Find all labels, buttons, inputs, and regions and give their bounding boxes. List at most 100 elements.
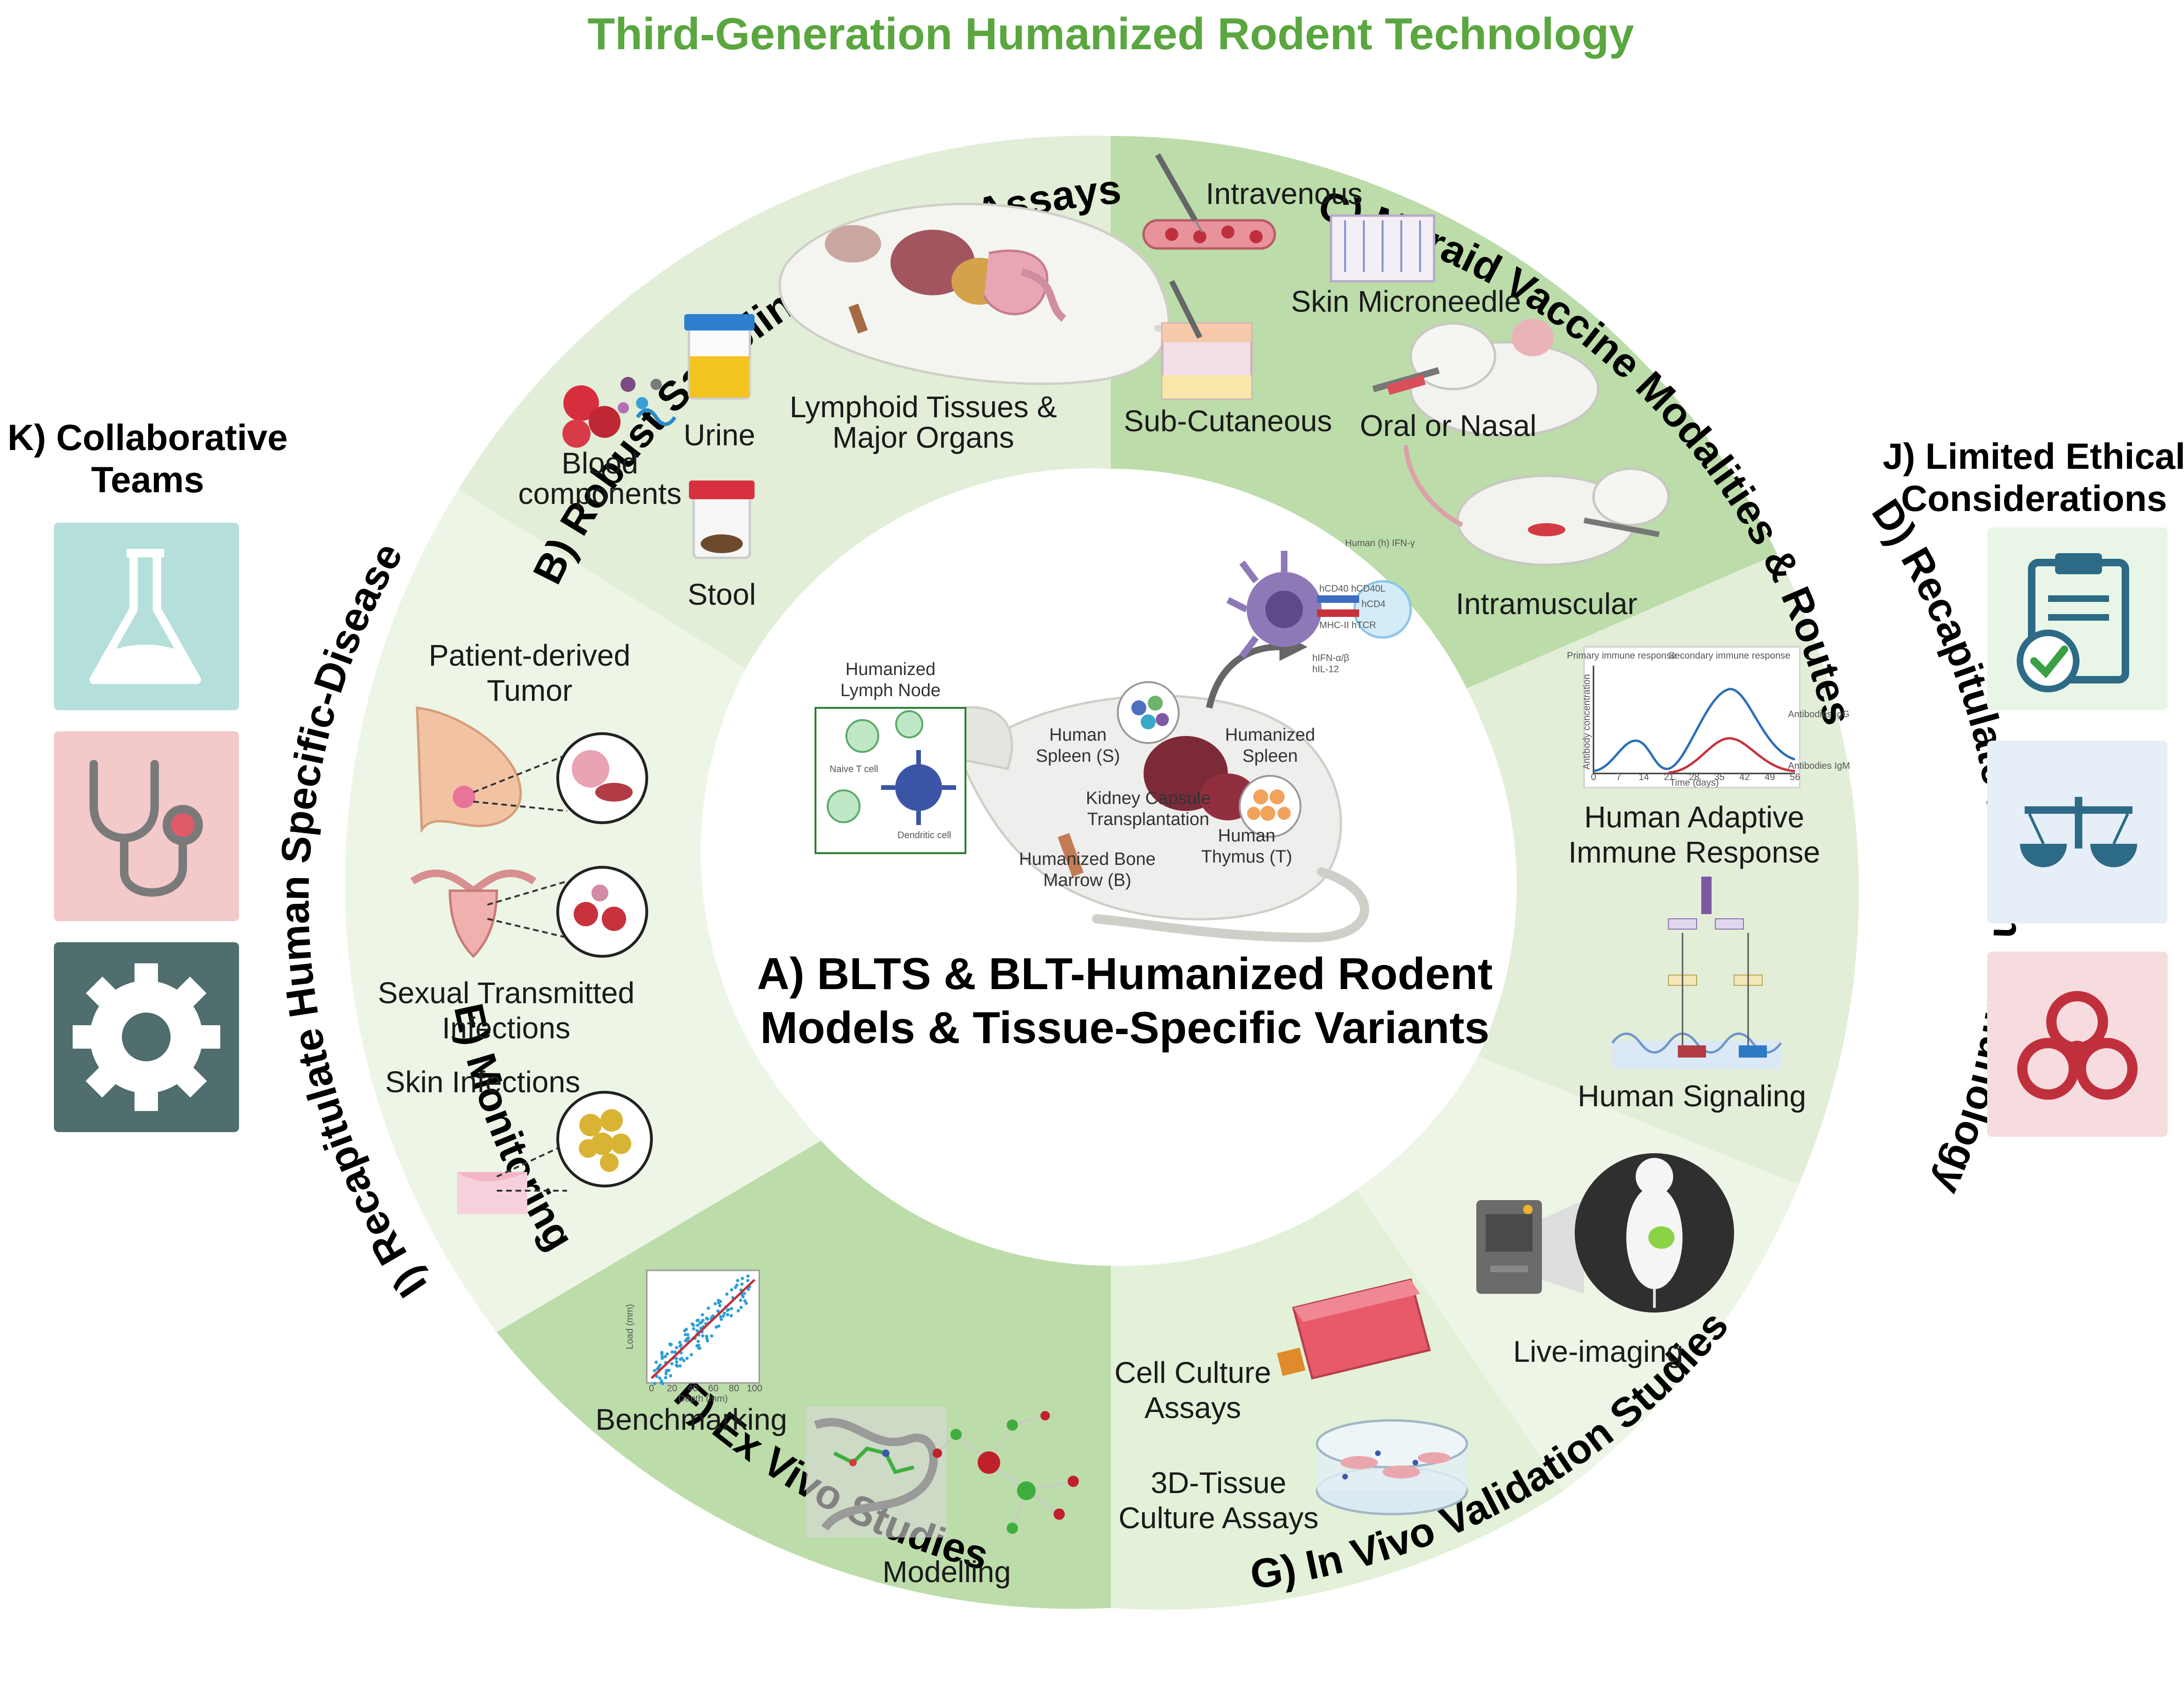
scatter-point	[674, 1346, 678, 1350]
scatter-point	[739, 1299, 742, 1302]
mhc-label: MHC-II hTCR	[1319, 620, 1376, 631]
subcutaneous-icon	[1161, 280, 1253, 400]
scatter-point	[701, 1313, 704, 1317]
modelling-label: Modelling	[883, 1555, 1011, 1589]
scatter-point	[729, 1314, 733, 1318]
kidney-label-l1: Kidney Capsule	[1086, 788, 1211, 808]
chart-ylabel: Antibody concentration	[1582, 674, 1592, 769]
intravenous-icon	[1142, 153, 1276, 250]
humanized-spleen-label-l2: Spleen	[1242, 746, 1298, 766]
molecule-icon	[806, 1406, 947, 1538]
scatter-point	[730, 1288, 733, 1291]
k-title-l2: Teams	[91, 459, 204, 500]
skin-infections-label: Skin Infections	[385, 1065, 580, 1099]
scatter-point	[707, 1306, 710, 1310]
secondary-response-label: Secondary immune response	[1668, 651, 1790, 661]
scatter-point	[733, 1285, 737, 1289]
clipboard-check-icon	[2017, 553, 2129, 692]
stool-cup-icon	[689, 480, 755, 559]
scatter-point	[710, 1334, 713, 1338]
immune-response-chart: Primary immune response Secondary immune…	[1567, 646, 1850, 788]
scatter-point	[713, 1302, 717, 1306]
scatter-point	[685, 1357, 689, 1360]
spleen-s-label-l1: Human	[1049, 725, 1107, 745]
section-f: Cell Culture Assays 3D-Tissue Culture As…	[1114, 1278, 1468, 1535]
scatter-point	[718, 1299, 722, 1303]
scatter-point	[674, 1363, 678, 1367]
section-j: J) Limited Ethical Considerations	[1883, 435, 2184, 1137]
subcutaneous-label: Sub-Cutaneous	[1124, 404, 1332, 438]
scatter-point	[670, 1350, 674, 1354]
scatter-point	[725, 1292, 729, 1296]
microneedle-label: Skin Microneedle	[1291, 285, 1521, 318]
scatter-point	[711, 1314, 715, 1318]
section-e: Live-imaging	[1476, 1153, 1734, 1368]
benchmark-tick-label: 100	[747, 1383, 762, 1394]
primary-response-label: Primary immune response	[1567, 651, 1676, 661]
scatter-point	[706, 1339, 709, 1343]
scatter-point	[669, 1374, 673, 1378]
cell-interaction-icon: Human (h) IFN-γ hCD40 hCD40L hCD4 MHC-II…	[1226, 538, 1415, 675]
scatter-point	[736, 1309, 740, 1313]
lymph-node-box: Naive T cell Dendritic cell	[815, 707, 966, 854]
kidney-label-l2: Transplantation	[1087, 810, 1210, 829]
scatter-point	[697, 1344, 701, 1347]
scatter-point	[658, 1376, 662, 1380]
section-a-center: Human (h) IFN-γ hCD40 hCD40L hCD4 MHC-II…	[757, 538, 1493, 1053]
tissue-culture-dish-icon	[1316, 1419, 1468, 1516]
scatter-point	[654, 1360, 658, 1364]
scatter-point	[739, 1306, 743, 1309]
stool-label: Stool	[688, 578, 756, 611]
lymphoid-label-l1: Lymphoid Tissues &	[790, 390, 1057, 424]
blood-label-l1: Blood	[561, 446, 638, 480]
scatter-point	[682, 1359, 686, 1362]
scatter-point	[741, 1295, 745, 1299]
section-b: Lymphoid Tissues & Major Organs Urine Bl…	[518, 203, 1252, 611]
scatter-point	[742, 1291, 746, 1295]
scatter-point	[701, 1334, 704, 1338]
chart-tick-label: 28	[1689, 772, 1699, 782]
scatter-point	[698, 1346, 702, 1350]
benchmark-tick-label: 20	[667, 1383, 677, 1394]
chart-tick-label: 21	[1664, 772, 1674, 782]
scatter-point	[678, 1364, 682, 1368]
scatter-point	[722, 1314, 725, 1318]
figure-title: Third-Generation Humanized Rodent Techno…	[588, 9, 1634, 59]
scatter-point	[692, 1327, 696, 1331]
scatter-point	[655, 1367, 659, 1371]
scatter-point	[665, 1368, 669, 1372]
cd40-label: hCD40 hCD40L	[1319, 584, 1385, 594]
scatter-point	[661, 1382, 665, 1385]
j-title-l1: J) Limited Ethical	[1883, 435, 2184, 477]
blood-label-l2: components	[518, 477, 682, 510]
scatter-point	[673, 1351, 677, 1354]
thymus-label-l1: Human	[1218, 826, 1276, 846]
scatter-point	[689, 1353, 693, 1357]
scatter-point	[746, 1279, 750, 1283]
intramuscular-mouse-icon	[1404, 445, 1670, 566]
organoid-thymus-icon	[1239, 775, 1301, 838]
signaling-pathway-icon	[1611, 877, 1782, 1069]
chart-tick-label: 42	[1739, 772, 1750, 782]
adaptive-label-l1: Human Adaptive	[1584, 800, 1804, 834]
scatter-point	[736, 1279, 740, 1283]
cell-culture-label-l1: Cell Culture	[1114, 1356, 1271, 1389]
intravenous-label: Intravenous	[1206, 177, 1362, 210]
scatter-point	[746, 1274, 750, 1278]
scatter-point	[684, 1328, 688, 1331]
scatter-point	[685, 1337, 688, 1341]
blood-cells-icon	[562, 377, 677, 448]
scatter-point	[743, 1299, 747, 1303]
scatter-point	[653, 1369, 656, 1373]
chart-tick-label: 7	[1616, 772, 1621, 782]
benchmark-tick-label: 80	[729, 1383, 739, 1394]
k-title-l1: K) Collaborative	[7, 417, 288, 458]
scatter-point	[668, 1342, 672, 1346]
chart-tick-label: 49	[1765, 772, 1775, 782]
lymph-node-label-l2: Lymph Node	[840, 681, 941, 700]
scatter-point	[679, 1358, 682, 1361]
